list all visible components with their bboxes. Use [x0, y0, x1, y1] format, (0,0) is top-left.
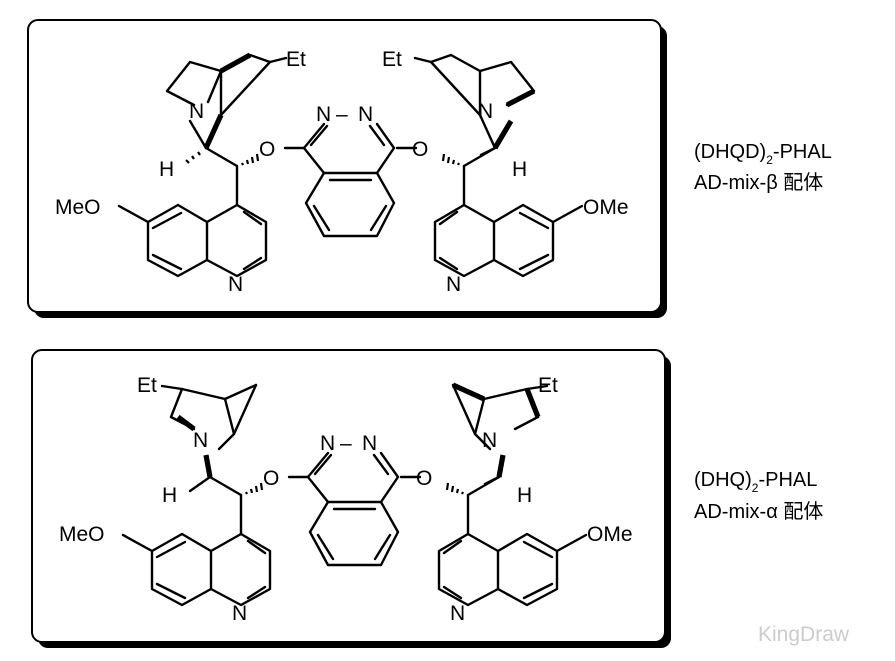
atom-ome-right: OMe — [587, 523, 633, 546]
atom-et-right: Et — [382, 48, 402, 71]
atom-n-py-left: N — [228, 273, 243, 296]
caption-line2: AD-mix-β 配体 — [694, 171, 823, 194]
phthalazine-core: N – N — [302, 103, 396, 238]
atom-n1: N — [316, 103, 331, 126]
atom-et-left: Et — [137, 374, 157, 397]
watermark: KingDraw — [758, 623, 850, 646]
atom-n-py-right: N — [446, 273, 461, 296]
caption-line1: (DHQ)2-PHAL — [694, 469, 817, 495]
atom-o-left: O — [259, 138, 275, 161]
atom-ome-right: OMe — [583, 196, 629, 219]
atom-n-quin-left: N — [193, 429, 208, 452]
atom-o-left: O — [263, 467, 279, 490]
atom-et-right: Et — [538, 374, 558, 397]
atom-h-right: H — [512, 158, 527, 181]
caption-line1: (DHQD)2-PHAL — [694, 141, 832, 167]
atom-h-left: H — [162, 484, 177, 507]
atom-dash: – — [340, 432, 352, 455]
right-cinchona — [395, 53, 584, 278]
atom-dash: – — [336, 103, 348, 126]
right-cinchona — [399, 382, 588, 607]
atom-n-py-right: N — [450, 602, 465, 625]
atom-n1: N — [320, 432, 335, 455]
phthalazine-core — [306, 451, 400, 567]
atom-et-left: Et — [286, 48, 306, 71]
atom-n-quin-left: N — [189, 100, 204, 123]
atom-n2: N — [358, 103, 373, 126]
atom-o-right: O — [416, 467, 432, 490]
left-cinchona — [121, 383, 310, 607]
atom-n2: N — [362, 432, 377, 455]
panel-dhqd: N – N O H — [27, 19, 832, 318]
atom-meo-left: MeO — [55, 196, 101, 219]
hash-bond-left — [241, 153, 260, 166]
panel-frame — [27, 19, 662, 313]
atom-h-left: H — [159, 158, 174, 181]
panel-frame — [31, 349, 666, 643]
atom-o-right: O — [412, 138, 428, 161]
atom-h-right: H — [517, 484, 532, 507]
atom-n-quin-right: N — [478, 100, 493, 123]
atom-meo-left: MeO — [59, 523, 105, 546]
caption-line2: AD-mix-α 配体 — [694, 500, 823, 523]
left-cinchona: O H N Et — [55, 48, 306, 296]
atom-n-quin-right: N — [482, 429, 497, 452]
panel-dhq: N – N Et N H O MeO N Et N H O OMe N (DHQ… — [31, 349, 823, 648]
atom-n-py-left: N — [232, 602, 247, 625]
molecule-dhq — [121, 382, 588, 607]
